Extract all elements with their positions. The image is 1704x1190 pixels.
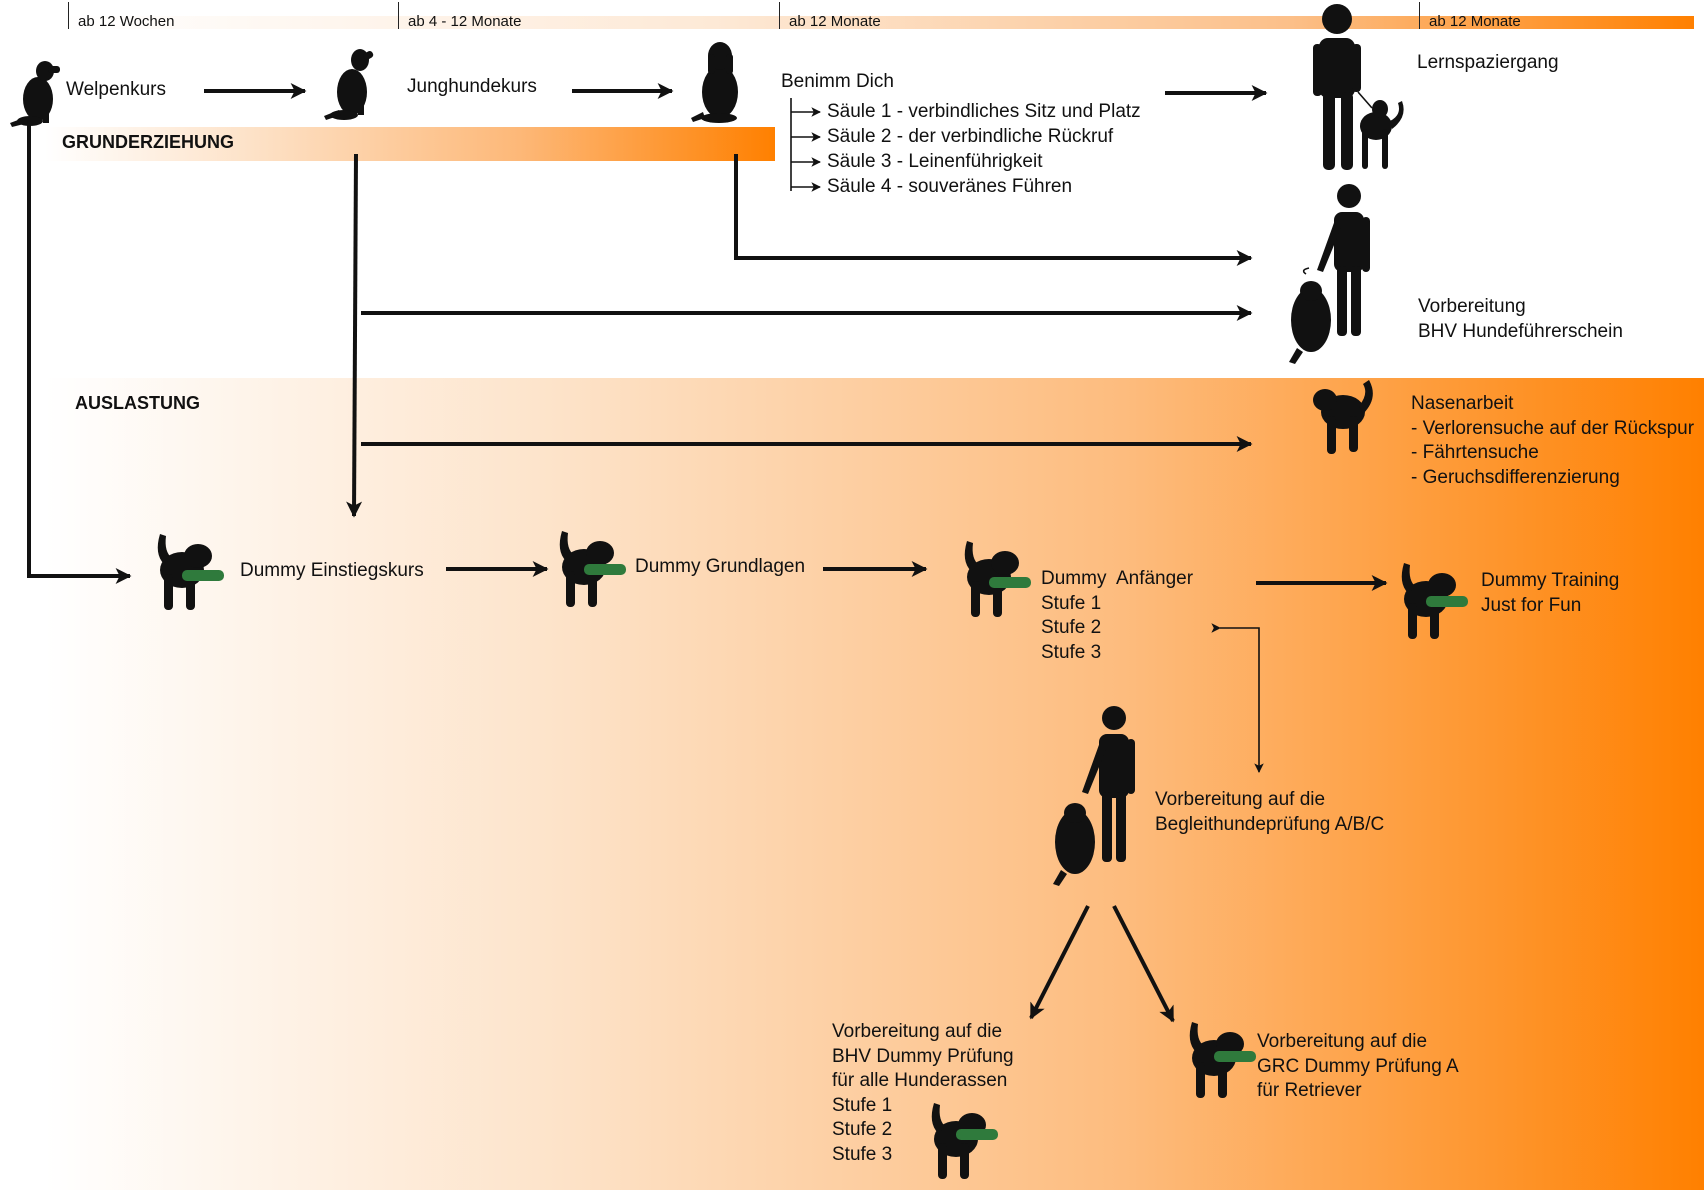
sitting-dog-icon	[691, 42, 738, 123]
dog-with-dummy-icon	[559, 531, 626, 607]
person-icon	[1082, 706, 1135, 862]
course-begleithund: Vorbereitung auf die Begleithundeprüfung…	[1155, 789, 1385, 835]
course-dummy-einstieg: Dummy Einstiegskurs	[240, 560, 424, 581]
person-icon	[1313, 4, 1361, 170]
standing-dog-icon	[1313, 380, 1373, 454]
leash	[1357, 91, 1373, 109]
benimm-item: Säule 2 - der verbindliche Rückruf	[827, 126, 1114, 147]
standing-dog-icon	[1360, 100, 1404, 169]
arrow-welpen-dummy-einstieg	[27, 120, 132, 584]
timeline-bar	[62, 16, 1694, 29]
arrow-to-grc-dummy	[1112, 905, 1175, 1023]
arrow-junghund-dummy-einstieg	[346, 153, 363, 518]
dog-with-dummy-icon	[157, 534, 224, 610]
dog-with-dummy-icon	[1189, 1022, 1256, 1098]
dog-with-dummy-icon	[1401, 563, 1468, 639]
sitting-dog-icon	[1053, 803, 1095, 886]
timeline-label: ab 4 - 12 Monate	[398, 2, 521, 30]
band-title-auslastung: AUSLASTUNG	[75, 393, 200, 413]
course-junghundekurs: Junghundekurs	[407, 76, 537, 97]
grunderziehung-band	[45, 127, 775, 161]
auslastung-area	[45, 378, 1704, 1190]
arrow-benimm-bhv	[734, 154, 1253, 266]
course-lernspaziergang: Lernspaziergang	[1417, 52, 1559, 73]
timeline-label: ab 12 Monate	[1419, 2, 1521, 30]
sitting-dog-icon	[10, 61, 60, 127]
course-benimm-title: Benimm Dich	[781, 71, 894, 92]
timeline-label: ab 12 Monate	[779, 2, 881, 30]
course-dummy-anfaenger: Dummy Anfänger Stufe 1 Stufe 2 Stufe 3	[1041, 568, 1194, 663]
leash	[1302, 267, 1310, 275]
course-grc-dummy: Vorbereitung auf die GRC Dummy Prüfung A…	[1257, 1031, 1459, 1101]
sitting-dog-icon	[324, 49, 374, 120]
benimm-item: Säule 4 - souveränes Führen	[827, 176, 1073, 197]
double-arrow-anfaenger-begleithund	[1211, 623, 1264, 773]
arrow-to-bhv-dummy	[1029, 905, 1090, 1020]
course-nasenarbeit: Nasenarbeit - Verlorensuche auf der Rück…	[1411, 393, 1695, 488]
course-dummy-grundlagen: Dummy Grundlagen	[635, 556, 806, 577]
benimm-item: Säule 1 - verbindliches Sitz und Platz	[827, 101, 1141, 122]
benimm-item: Säule 3 - Leinenführigkeit	[827, 151, 1043, 172]
course-dummy-training: Dummy Training Just for Fun	[1481, 570, 1620, 616]
band-title-grunderziehung: GRUNDERZIEHUNG	[62, 132, 235, 152]
course-bhv-dummy: Vorbereitung auf die BHV Dummy Prüfung f…	[832, 1021, 1014, 1165]
course-bhv-fuehrerschein: Vorbereitung BHV Hundeführerschein	[1418, 296, 1623, 342]
course-welpenkurs: Welpenkurs	[66, 79, 166, 100]
person-icon	[1317, 184, 1370, 336]
dog-with-dummy-icon	[964, 541, 1031, 617]
timeline-label: ab 12 Wochen	[68, 2, 174, 30]
sitting-dog-icon	[1289, 281, 1331, 364]
dog-with-dummy-icon	[931, 1103, 998, 1179]
